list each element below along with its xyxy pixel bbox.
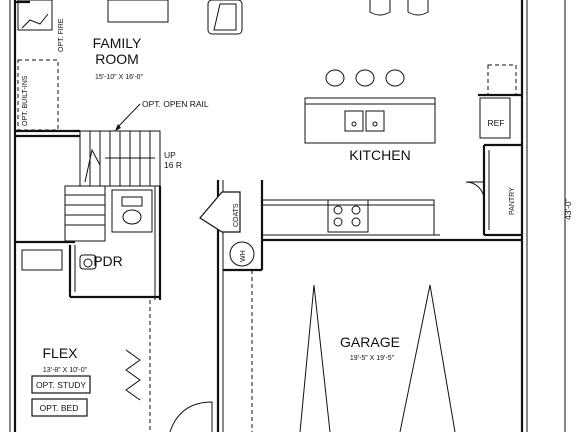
pantry-label: PANTRY bbox=[509, 187, 516, 215]
stairs-risers-label: 16 R bbox=[164, 160, 182, 170]
fridge-space bbox=[487, 64, 517, 96]
opt-open-rail-note: OPT. OPEN RAIL bbox=[142, 99, 209, 109]
coats-label: COATS bbox=[233, 203, 240, 227]
built-ins-outline bbox=[17, 59, 59, 131]
opt-built-ins-note: OPT. BUILT-INS bbox=[22, 75, 29, 126]
water-heater bbox=[229, 241, 255, 267]
water-heater-label: WH bbox=[240, 250, 247, 262]
family-room-furniture bbox=[107, 0, 429, 35]
opt-bed-note: OPT. BED bbox=[40, 403, 79, 413]
kitchen-island bbox=[304, 69, 436, 144]
opt-fire-note: OPT. FIRE bbox=[58, 18, 65, 52]
refrigerator-label: REF bbox=[488, 118, 505, 128]
stairs-up-label: UP bbox=[164, 150, 176, 160]
opt-bed-box bbox=[31, 398, 88, 417]
refrigerator bbox=[479, 97, 511, 139]
garage-dims: 19'-5" X 19'-5" bbox=[350, 355, 395, 362]
overall-depth-dimension: 43'-0" bbox=[563, 198, 573, 220]
powder-room-label: PDR bbox=[93, 253, 123, 269]
coats-closet bbox=[199, 191, 241, 233]
flex-room-dims: 13'-8" X 10'-0" bbox=[43, 367, 88, 374]
open-rail-arrow bbox=[115, 124, 121, 131]
kitchen-counter bbox=[261, 199, 435, 236]
pantry-door-swing bbox=[465, 181, 485, 201]
opt-study-note: OPT. STUDY bbox=[36, 380, 86, 390]
open-rail-leader bbox=[116, 103, 141, 129]
flex-room-label: FLEX bbox=[42, 345, 78, 361]
walls bbox=[9, 0, 528, 432]
family-room-dims: 15'-10" X 16'-0" bbox=[95, 74, 144, 81]
family-room-label: FAMILY bbox=[93, 35, 142, 51]
fireplace bbox=[17, 0, 53, 31]
powder-room-fixtures bbox=[21, 189, 153, 271]
garage-label: GARAGE bbox=[340, 334, 400, 350]
stairs bbox=[64, 130, 161, 242]
opt-study-box bbox=[31, 375, 91, 394]
family-room-label-2: ROOM bbox=[95, 51, 139, 67]
garage-vehicle-lines bbox=[251, 270, 456, 432]
flex-room-doors bbox=[125, 300, 213, 432]
kitchen-label: KITCHEN bbox=[349, 147, 410, 163]
